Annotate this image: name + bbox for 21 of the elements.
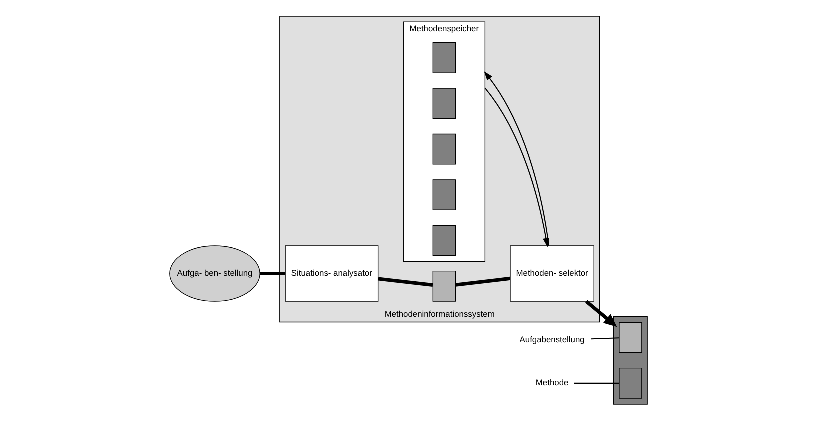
node-ellipse: Aufga- ben- stellung [170,246,260,302]
node-box [432,134,456,165]
node-box [619,322,642,354]
node-box [432,270,456,302]
node-box: Situations- analysator [285,246,379,302]
node-box [619,368,642,399]
node-box [432,225,456,256]
cluster: Methodenspeicher [403,22,486,262]
cluster [613,316,648,405]
arrow [585,300,618,328]
node-box [432,180,456,210]
node-box [432,88,456,120]
connector [378,277,434,287]
connector [574,382,620,384]
node-text: Aufgabenstellung [520,334,585,345]
connector [456,276,511,287]
node-text: Methode [536,378,569,388]
node-box [432,42,456,74]
connector [260,272,286,276]
connector [591,338,620,340]
node-box: Methoden- selektor [510,246,594,302]
